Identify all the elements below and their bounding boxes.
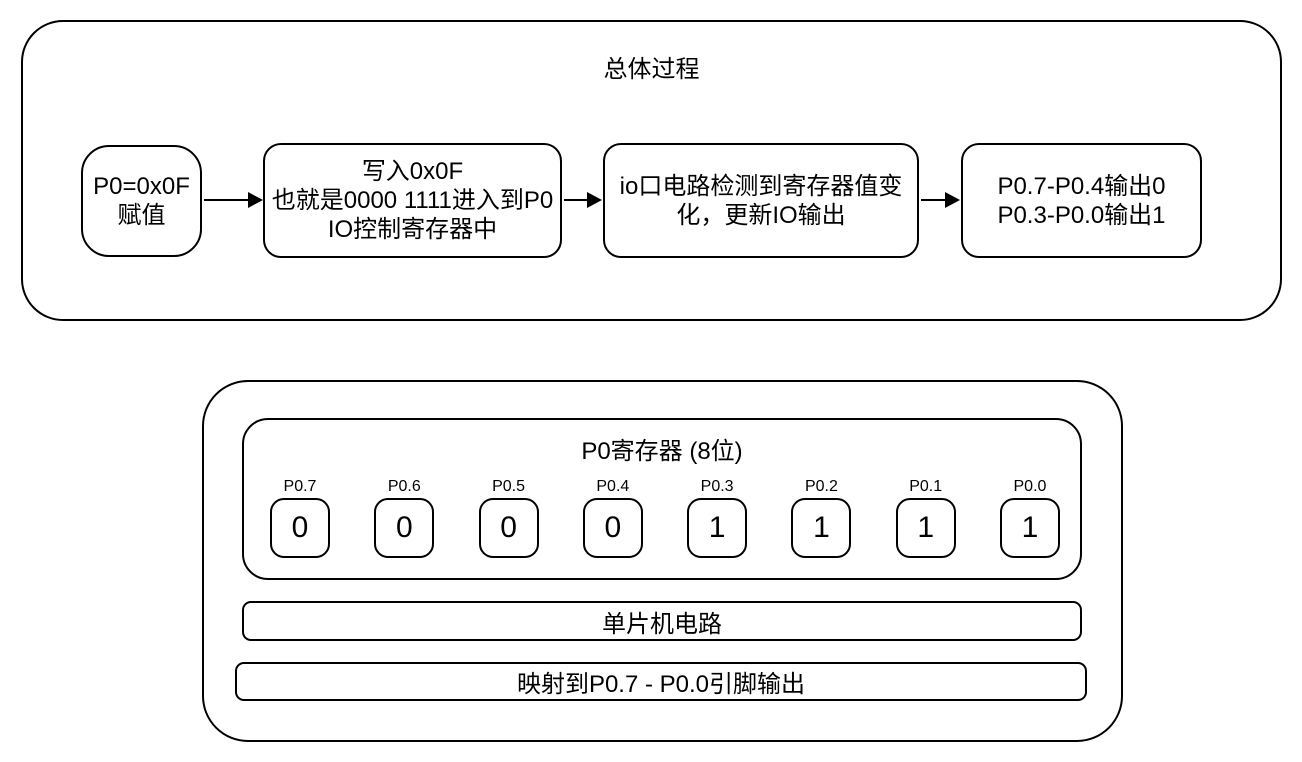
- flow-step-pin-output: P0.7-P0.4输出0 P0.3-P0.0输出1: [961, 143, 1202, 258]
- bit-value-box: 1: [791, 498, 852, 558]
- flow-step-text-line: 化，更新IO输出: [676, 201, 846, 229]
- bit-cell-p0-7: P0.7 0: [270, 477, 330, 558]
- bit-label: P0.1: [909, 478, 943, 495]
- bit-label: P0.4: [596, 478, 630, 495]
- flow-arrow-1-line: [204, 198, 249, 202]
- overall-process-title: 总体过程: [603, 56, 700, 83]
- bit-cell-p0-5: P0.5 0: [478, 477, 539, 558]
- bit-label: P0.0: [1013, 478, 1047, 495]
- flow-step-text-line: P0.7-P0.4输出0: [997, 172, 1166, 200]
- flow-arrow-1-head-icon: [248, 191, 263, 208]
- bit-value-box: 0: [270, 498, 330, 558]
- bit-label: P0.7: [283, 478, 317, 495]
- flow-arrow-2-head-icon: [587, 191, 602, 208]
- register-bits-row: P0.7 0 P0.6 0 P0.5 0 P0.4 0 P0.3 1 P0.2 …: [270, 477, 1060, 558]
- flow-step-io-detect: io口电路检测到寄存器值变 化，更新IO输出: [603, 143, 919, 258]
- flow-step-text-line: 写入0x0F: [361, 158, 464, 185]
- flow-step-text-line: IO控制寄存器中: [327, 216, 498, 243]
- bit-label: P0.5: [492, 478, 526, 495]
- flow-step-text-line: P0.3-P0.0输出1: [997, 201, 1166, 229]
- bit-value-box: 1: [999, 498, 1060, 558]
- flow-step-write-register: 写入0x0F 也就是0000 1111进入到P0 IO控制寄存器中: [263, 143, 562, 258]
- bit-cell-p0-0: P0.0 1: [999, 477, 1060, 558]
- flow-step-text-line: io口电路检测到寄存器值变: [619, 172, 903, 200]
- bit-cell-p0-1: P0.1 1: [895, 477, 956, 558]
- flow-step-text-line: 赋值: [117, 202, 166, 229]
- pin-mapping-bar: 映射到P0.7 - P0.0引脚输出: [235, 662, 1087, 701]
- bit-cell-p0-6: P0.6 0: [374, 477, 435, 558]
- bit-value-box: 0: [478, 498, 539, 558]
- flow-arrow-2-line: [564, 198, 588, 202]
- bit-label: P0.6: [387, 478, 421, 495]
- p0-register-title: P0寄存器 (8位): [581, 438, 743, 465]
- flow-step-text-line: 也就是0000 1111进入到P0: [271, 187, 554, 214]
- flow-arrow-3-head-icon: [945, 191, 960, 208]
- bit-cell-p0-2: P0.2 1: [791, 477, 852, 558]
- bit-value-box: 0: [582, 498, 643, 558]
- bit-value-box: 0: [374, 498, 435, 558]
- mcu-circuit-bar: 单片机电路: [242, 601, 1082, 641]
- flow-step-assign-value: P0=0x0F 赋值: [81, 145, 202, 257]
- flow-arrow-3-line: [921, 198, 946, 202]
- flow-step-text-line: P0=0x0F: [93, 173, 190, 200]
- bit-label: P0.3: [700, 478, 734, 495]
- bit-cell-p0-4: P0.4 0: [582, 477, 643, 558]
- bit-value-box: 1: [895, 498, 956, 558]
- bit-label: P0.2: [804, 478, 838, 495]
- bit-cell-p0-3: P0.3 1: [687, 477, 748, 558]
- bit-value-box: 1: [687, 498, 748, 558]
